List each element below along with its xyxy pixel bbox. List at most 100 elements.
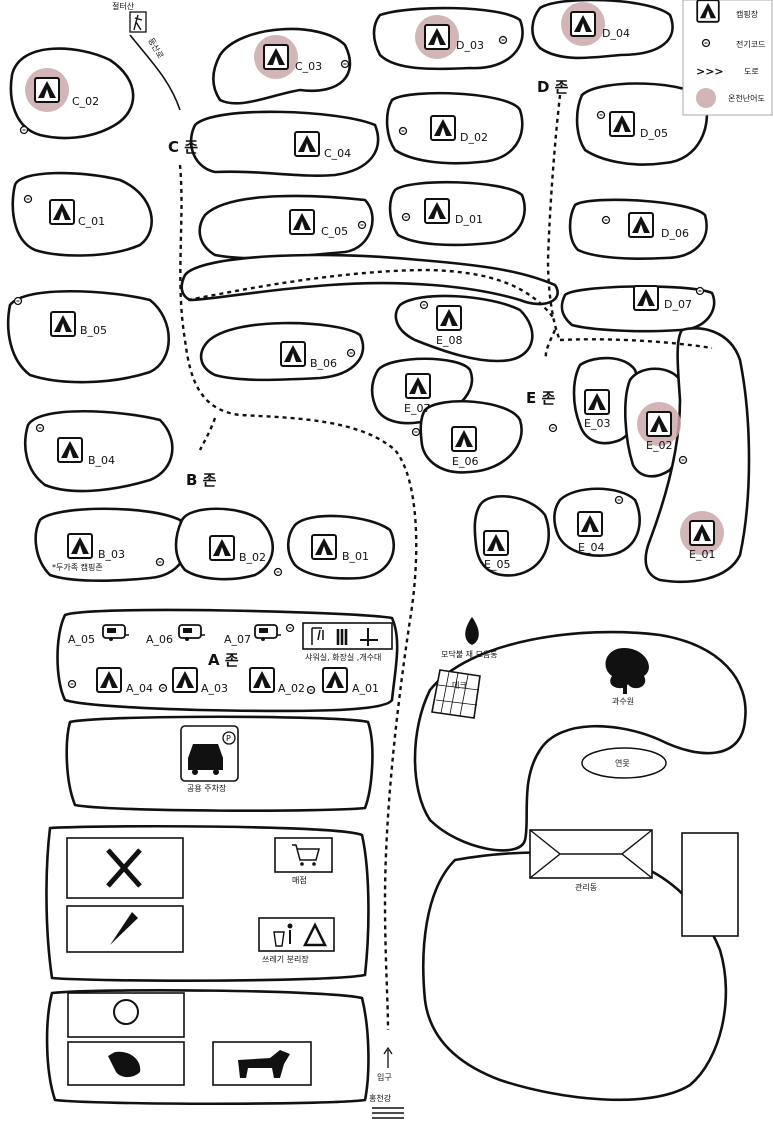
tent-icon xyxy=(50,311,76,337)
power-outlet-icon xyxy=(13,296,23,306)
pod-e08 xyxy=(394,294,534,363)
tent-icon xyxy=(322,667,348,693)
tree-icon xyxy=(605,648,649,689)
office: 관리동 xyxy=(529,829,739,937)
power-outlet-icon xyxy=(340,59,350,69)
power-outlet-icon xyxy=(285,623,295,633)
power-outlet-icon xyxy=(23,194,33,204)
site-label-a06: A_06 xyxy=(146,633,173,646)
site-label-e08: E_08 xyxy=(436,334,462,347)
pod-b04 xyxy=(23,410,174,493)
tent-icon xyxy=(577,511,603,537)
orchard-label: 과수원 xyxy=(612,697,634,706)
parking-label: 공용 주차장 xyxy=(187,783,227,793)
tent-icon xyxy=(172,667,198,693)
legend-power-label: 전기코드 xyxy=(736,39,765,49)
entrance-label: 입구 xyxy=(377,1073,392,1082)
legend-warm-icon xyxy=(696,88,716,108)
tent-icon xyxy=(584,389,610,415)
zone-label-e: E 존 xyxy=(526,389,555,407)
power-outlet-icon xyxy=(695,286,705,296)
power-outlet-icon xyxy=(498,35,508,45)
animal-area xyxy=(67,992,312,1086)
power-outlet-icon xyxy=(419,300,429,310)
power-outlet-icon xyxy=(273,567,283,577)
site-label-c04: C_04 xyxy=(324,147,351,160)
tent-icon xyxy=(67,533,93,559)
site-label-e04: E_04 xyxy=(578,541,604,554)
site-label-a02: A_02 xyxy=(278,682,305,695)
river-icon xyxy=(372,1107,404,1119)
parking-sign-icon: P xyxy=(226,734,231,743)
tent-icon xyxy=(311,534,337,560)
hiker-icon xyxy=(133,14,143,31)
ash-label: 모닥불 재 모음통 xyxy=(441,649,498,659)
shop: 매점 xyxy=(274,837,333,885)
site-label-d04: D_04 xyxy=(602,27,630,40)
deck: 데크 xyxy=(431,669,481,719)
mountain-label: 절터산 xyxy=(112,1,135,11)
pond: 연못 xyxy=(581,747,667,779)
legend-campsite-label: 캠핑장 xyxy=(736,9,759,19)
river-label: 홍천강 xyxy=(369,1093,392,1103)
site-label-a01: A_01 xyxy=(352,682,379,695)
pod-b05 xyxy=(6,290,171,384)
zone-label-d: D 존 xyxy=(537,78,569,96)
site-label-a04: A_04 xyxy=(126,682,153,695)
tent-icon xyxy=(294,131,320,157)
power-outlet-icon xyxy=(67,679,77,689)
pod-b03 xyxy=(34,507,189,582)
recycle-icon xyxy=(302,922,328,947)
power-outlet-icon xyxy=(357,220,367,230)
tent-icon xyxy=(424,24,450,50)
tent-icon xyxy=(280,341,306,367)
ash-bin: 모닥불 재 모음통 xyxy=(441,617,498,659)
site-label-d05: D_05 xyxy=(640,127,668,140)
parking: P 공용 주차장 xyxy=(180,725,239,793)
chicken-icon xyxy=(108,1051,141,1078)
carrot-icon xyxy=(110,912,138,945)
site-label-d02: D_02 xyxy=(460,131,488,144)
legend-power-icon xyxy=(701,38,711,48)
site-label-b02: B_02 xyxy=(239,551,266,564)
site-labels: C_02 C_03 C_04 C_01 C_05 D_03 D_04 D_02 … xyxy=(68,27,715,695)
site-label-e02: E_02 xyxy=(646,439,672,452)
deck-label: 데크 xyxy=(452,681,467,690)
legend: 캠핑장 전기코드 >>> 도로 온천난어도 xyxy=(682,0,773,116)
tent-icon xyxy=(689,520,715,546)
b03-note: *두가족 캠핑존 xyxy=(52,562,103,572)
roads xyxy=(178,94,713,1031)
tent-icon xyxy=(570,11,596,37)
sink-icon xyxy=(360,628,378,646)
mushroom-icon xyxy=(113,999,139,1025)
tent-icon xyxy=(249,667,275,693)
power-outlet-icon xyxy=(548,423,558,433)
pod-c05 xyxy=(198,194,374,260)
site-label-a07: A_07 xyxy=(224,633,251,646)
power-outlet-icon xyxy=(411,427,421,437)
power-outlet-icon xyxy=(35,423,45,433)
pod-c01 xyxy=(11,171,153,257)
tent-icon xyxy=(57,437,83,463)
power-outlet-icon xyxy=(346,348,356,358)
power-outlet-icon xyxy=(19,125,29,135)
orchard-area xyxy=(413,630,747,852)
tent-icon xyxy=(646,411,672,437)
power-outlet-icon xyxy=(596,110,606,120)
site-label-b03: B_03 xyxy=(98,548,125,561)
pod-b01 xyxy=(286,514,396,580)
tent-icon xyxy=(49,199,75,225)
pod-d01 xyxy=(388,180,526,247)
legend-warm-label: 온천난어도 xyxy=(728,93,765,103)
pond-label: 연못 xyxy=(615,759,630,768)
legend-tent-icon xyxy=(696,0,720,23)
dog-icon xyxy=(238,1050,290,1078)
pod-c04 xyxy=(189,110,380,177)
roof-icon xyxy=(529,829,653,879)
restroom-icon xyxy=(336,629,348,645)
site-label-d03: D_03 xyxy=(456,39,484,52)
power-outlet-icon xyxy=(306,685,316,695)
site-label-b01: B_01 xyxy=(342,550,369,563)
trash-icon xyxy=(273,931,285,947)
tent-icon xyxy=(209,535,235,561)
